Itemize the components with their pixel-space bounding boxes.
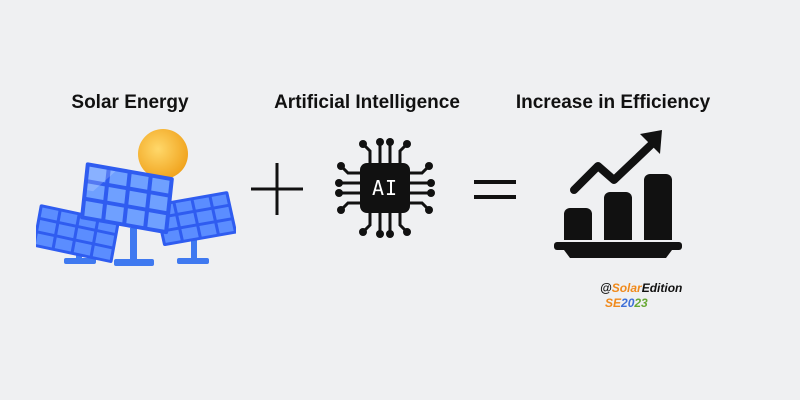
watermark-code: SE2023 xyxy=(605,296,648,310)
watermark-se: SE xyxy=(605,296,622,310)
watermark-solar: Solar xyxy=(611,281,642,295)
watermark-handle: @SolarEdition xyxy=(600,281,682,295)
increase-efficiency-label: Increase in Efficiency xyxy=(515,92,711,113)
watermark-at: @ xyxy=(600,281,612,295)
solar-panels-icon xyxy=(36,129,236,266)
solar-energy-label: Solar Energy xyxy=(71,92,189,113)
plus-icon xyxy=(251,163,303,215)
ai-chip-icon: AI xyxy=(332,135,438,241)
watermark-23: 23 xyxy=(634,296,648,310)
growth-chart-icon xyxy=(554,130,682,258)
sun-icon xyxy=(138,129,188,179)
watermark-edition: Edition xyxy=(641,281,683,295)
equals-icon xyxy=(474,180,516,199)
ai-chip-label: AI xyxy=(371,176,399,200)
watermark-20: 20 xyxy=(621,296,635,310)
artificial-intelligence-label: Artificial Intelligence xyxy=(274,92,460,113)
